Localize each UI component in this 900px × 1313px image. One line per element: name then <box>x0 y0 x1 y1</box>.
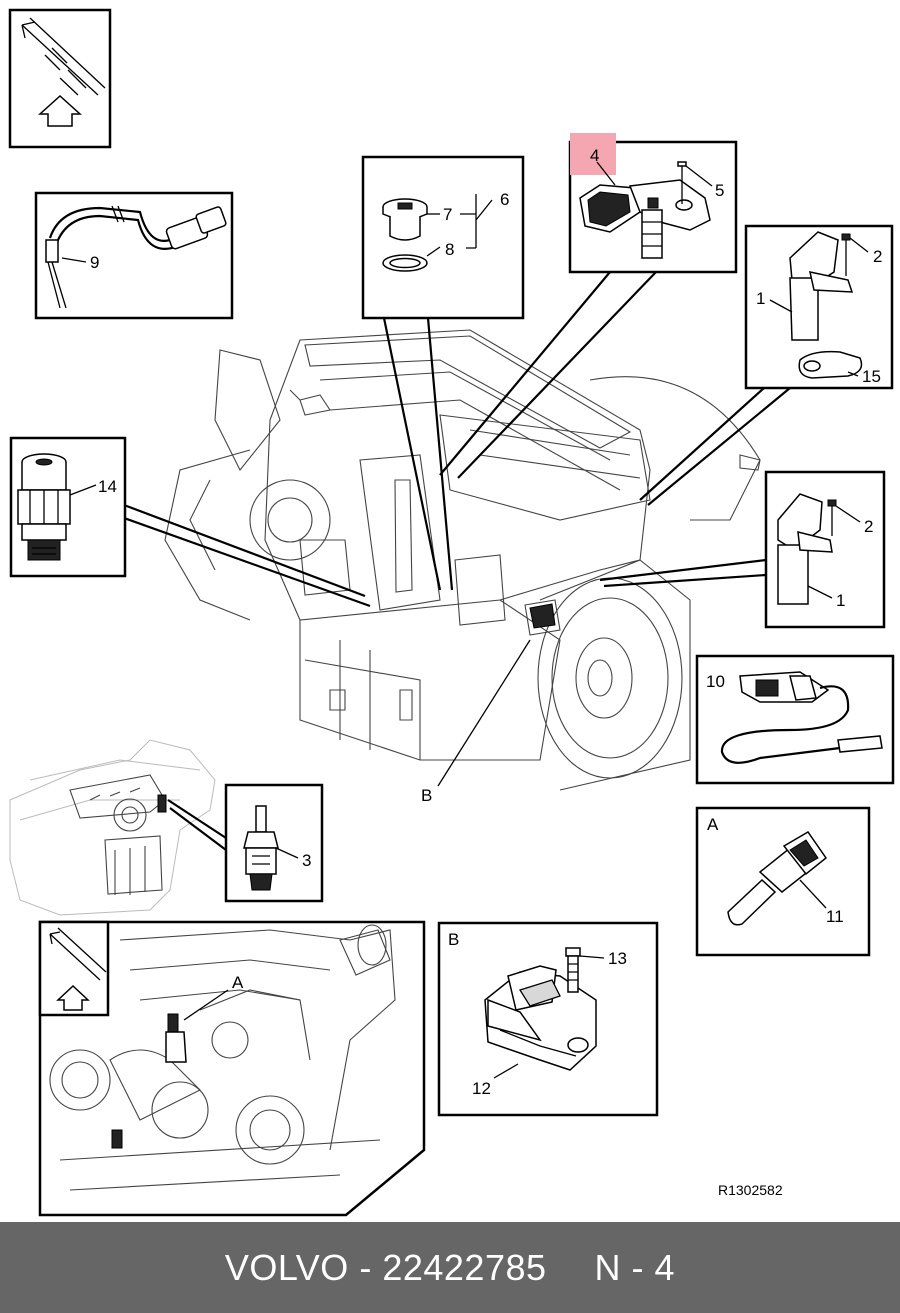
callout-15: 15 <box>862 367 881 386</box>
leader-lines <box>123 271 791 787</box>
callout-14: 14 <box>98 477 117 496</box>
part-box-10: 10 <box>695 654 895 785</box>
highlight-marker <box>570 133 616 175</box>
callout-6: 6 <box>500 190 509 209</box>
callout-12: 12 <box>472 1079 491 1098</box>
reference-number: R1302582 <box>718 1182 783 1198</box>
part-box-6-7-8: 7 8 6 <box>361 155 525 320</box>
part-box-12-13-view-b: B 13 12 <box>437 921 659 1117</box>
parts-diagram: 9 7 8 6 4 5 <box>8 8 895 1217</box>
callout-9: 9 <box>90 253 99 272</box>
engine-sketch-left <box>9 739 216 916</box>
view-label-b-box: B <box>448 930 459 949</box>
callout-7: 7 <box>443 205 452 224</box>
part-box-9: 9 <box>34 191 234 320</box>
up-arrow-small-icon <box>56 984 90 1011</box>
callout-11: 11 <box>826 907 844 926</box>
part-number: 22422785 <box>382 1246 547 1288</box>
part-box-1-2: 2 1 <box>764 470 886 629</box>
callout-1-top: 1 <box>756 289 765 308</box>
view-label-b-engine: B <box>421 786 432 805</box>
view-label-a-box: A <box>707 815 719 834</box>
view-label-a-bottom: A <box>232 973 244 992</box>
callout-8: 8 <box>445 240 454 259</box>
part-box-1-2-15: 2 1 15 <box>744 224 894 390</box>
position-number: 4 <box>654 1246 676 1288</box>
callout-3: 3 <box>302 851 311 870</box>
part-box-11-view-a: A 11 <box>695 806 871 957</box>
footer-dash-1: - <box>359 1246 372 1288</box>
callout-13: 13 <box>608 949 627 968</box>
view-orientation-box <box>8 8 112 149</box>
up-arrow-icon <box>38 94 82 127</box>
callout-2-mid: 2 <box>864 517 873 536</box>
footer-dash-2: - <box>631 1246 645 1288</box>
callout-1-mid: 1 <box>836 591 845 610</box>
callout-4: 4 <box>590 146 599 165</box>
part-box-14: 14 <box>9 436 127 578</box>
callout-2-top: 2 <box>873 247 882 266</box>
footer-bar: VOLVO - 22422785 N - 4 <box>0 1222 900 1313</box>
brand-name: VOLVO <box>224 1246 349 1288</box>
callout-10: 10 <box>706 672 725 691</box>
engine-illustration <box>164 329 761 791</box>
part-box-4-5: 4 5 <box>568 133 738 274</box>
callout-5: 5 <box>715 181 724 200</box>
position-label: N <box>594 1246 622 1288</box>
bottom-engine-box: A <box>38 920 426 1217</box>
part-box-3: 3 <box>167 783 324 903</box>
